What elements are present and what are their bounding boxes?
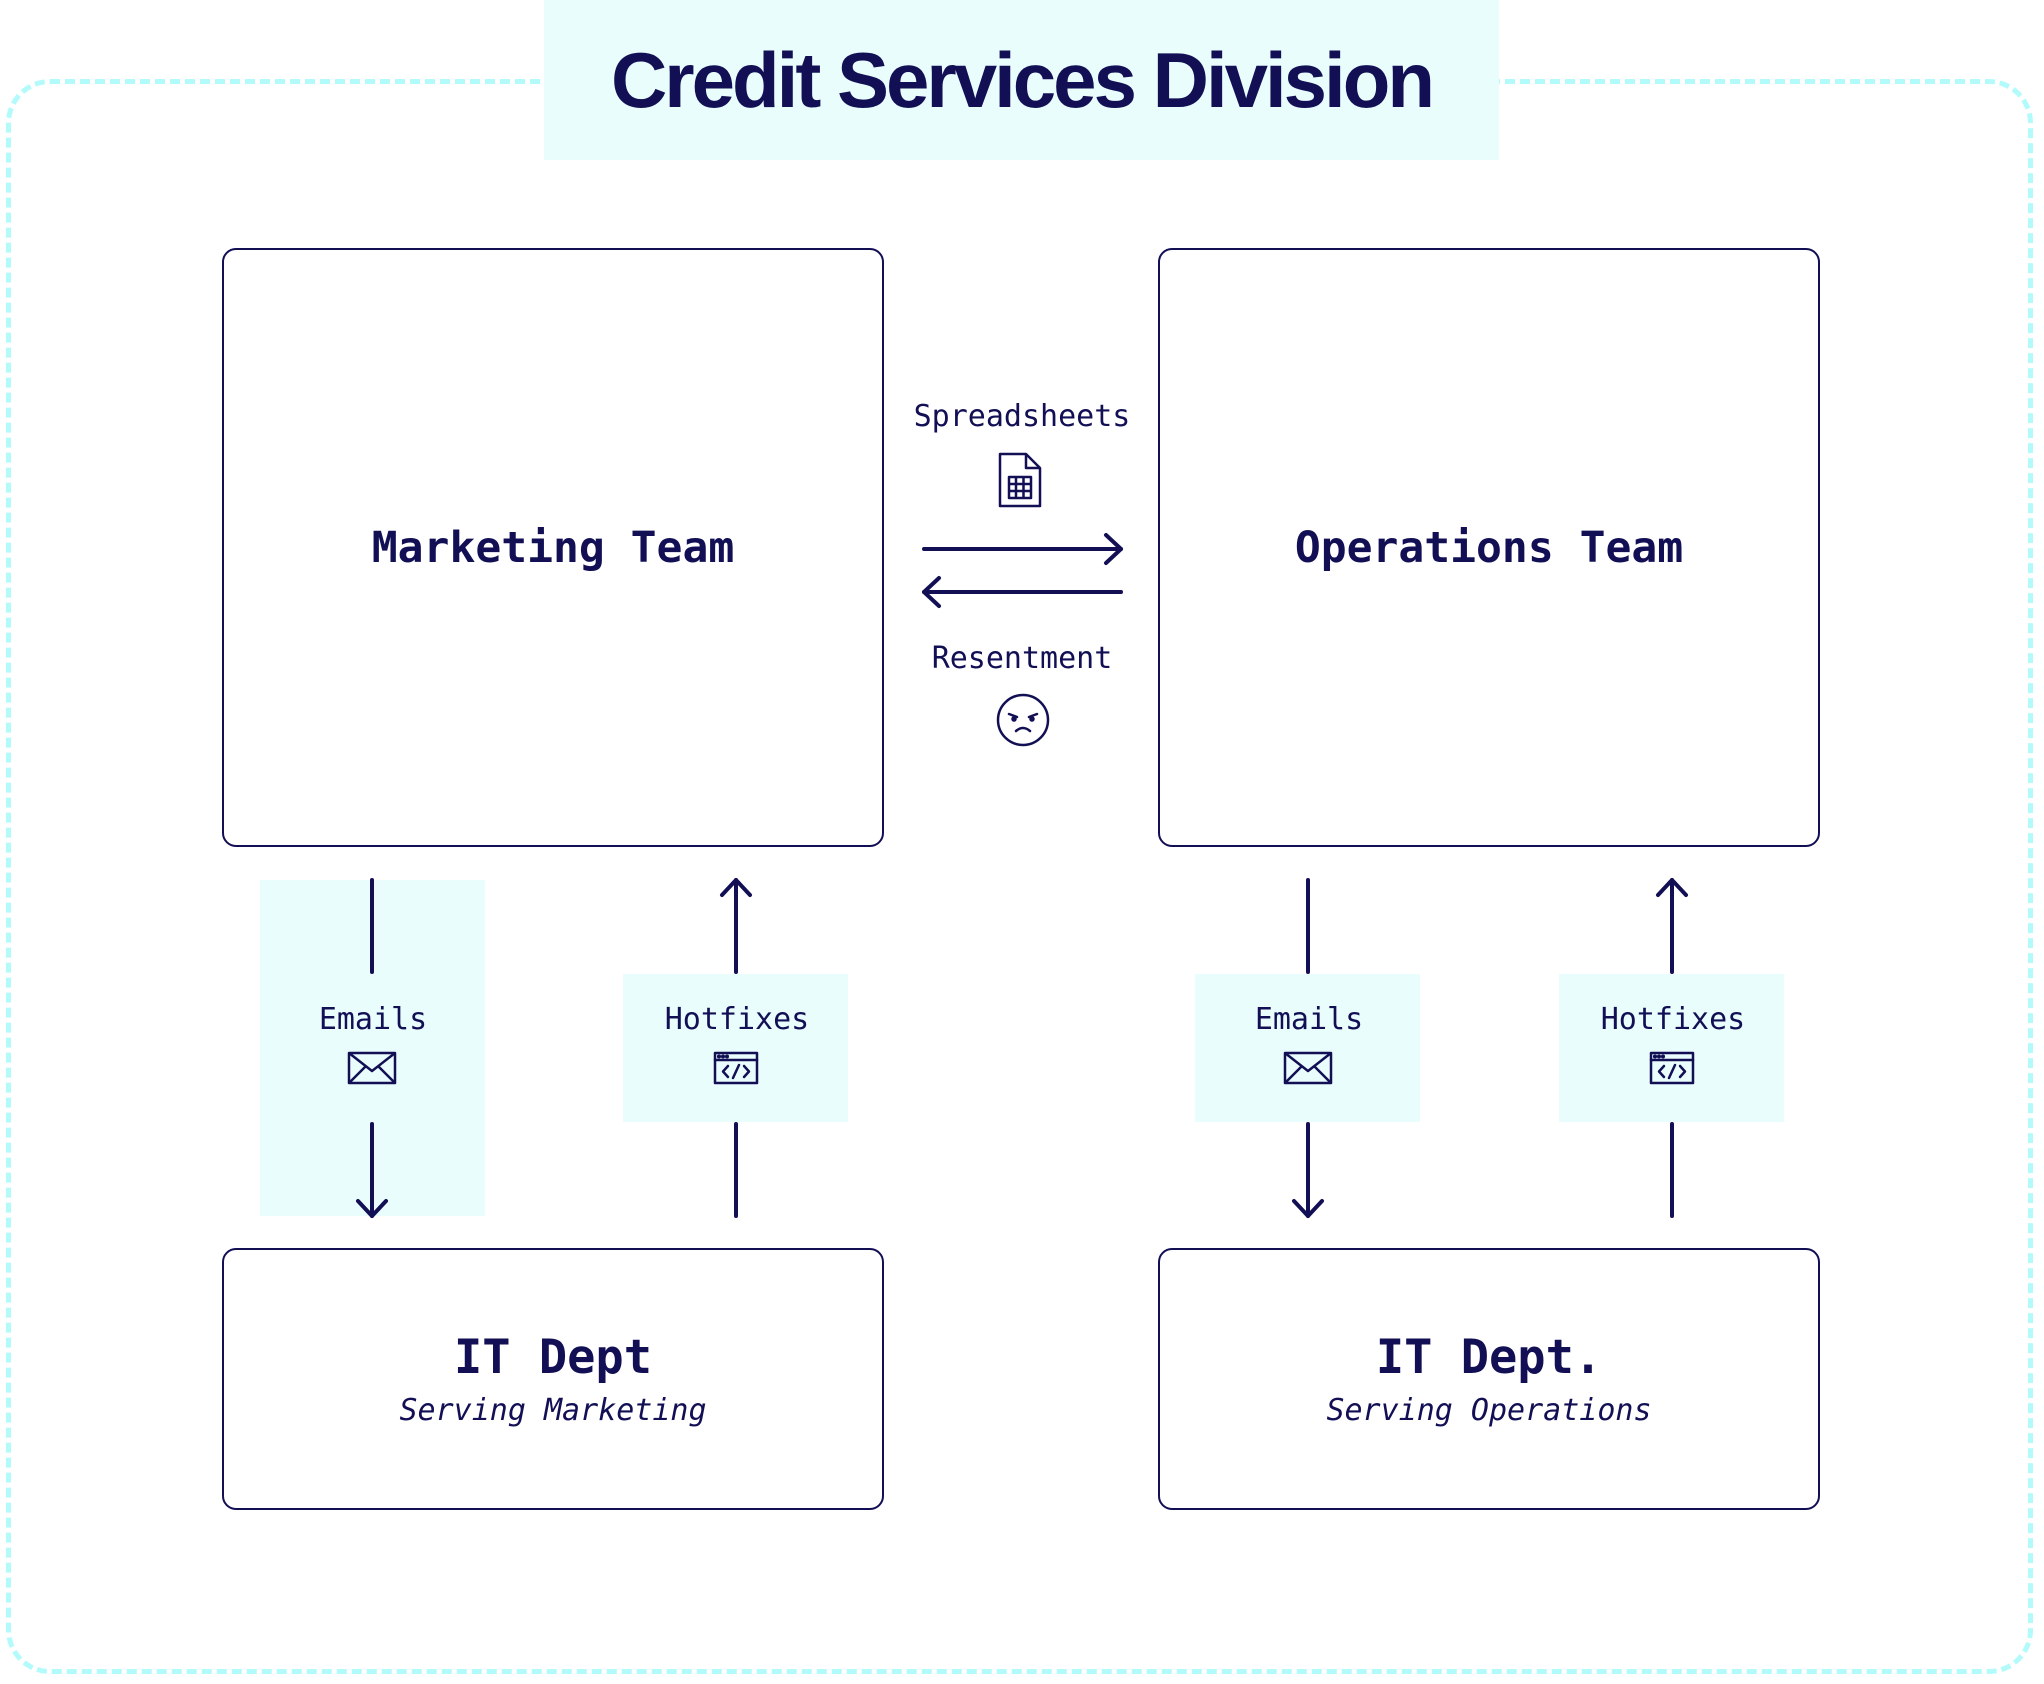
resentment-label: Resentment <box>931 641 1113 676</box>
operations-hotfixes-label: Hotfixes <box>1600 1002 1746 1037</box>
it-dept-marketing-subtitle: Serving Marketing <box>399 1393 707 1428</box>
frowning-face-icon <box>995 692 1051 752</box>
marketing-hotfixes-label: Hotfixes <box>664 1002 810 1037</box>
spreadsheets-arrow <box>922 533 1123 565</box>
code-window-icon <box>1649 1051 1695 1089</box>
operations-emails-highlight <box>1195 974 1420 1122</box>
envelope-icon <box>1283 1051 1333 1089</box>
operations-team-label: Operations Team <box>1294 522 1684 573</box>
spreadsheets-label: Spreadsheets <box>913 399 1131 434</box>
marketing-emails-arrow <box>356 878 388 1218</box>
marketing-hotfixes-highlight <box>623 974 848 1122</box>
marketing-team-label: Marketing Team <box>371 522 735 573</box>
operations-team-box: Operations Team <box>1158 248 1820 847</box>
code-window-icon <box>713 1051 759 1089</box>
it-dept-operations-box: IT Dept. Serving Operations <box>1158 1248 1820 1510</box>
operations-hotfixes-highlight <box>1559 974 1784 1122</box>
operations-emails-label: Emails <box>1254 1002 1364 1037</box>
it-dept-marketing-box: IT Dept Serving Marketing <box>222 1248 884 1510</box>
marketing-emails-label: Emails <box>318 1002 428 1037</box>
spreadsheet-icon <box>997 451 1043 513</box>
it-dept-operations-subtitle: Serving Operations <box>1326 1393 1652 1428</box>
diagram-title: Credit Services Division <box>610 35 1435 124</box>
marketing-hotfixes-arrow <box>720 878 752 1218</box>
operations-emails-arrow <box>1292 878 1324 1218</box>
resentment-arrow <box>922 576 1123 608</box>
envelope-icon <box>347 1051 397 1089</box>
it-dept-operations-title: IT Dept. <box>1375 1330 1603 1385</box>
title-banner: Credit Services Division <box>544 0 1499 160</box>
it-dept-marketing-title: IT Dept <box>453 1330 653 1385</box>
operations-hotfixes-arrow <box>1656 878 1688 1218</box>
marketing-team-box: Marketing Team <box>222 248 884 847</box>
